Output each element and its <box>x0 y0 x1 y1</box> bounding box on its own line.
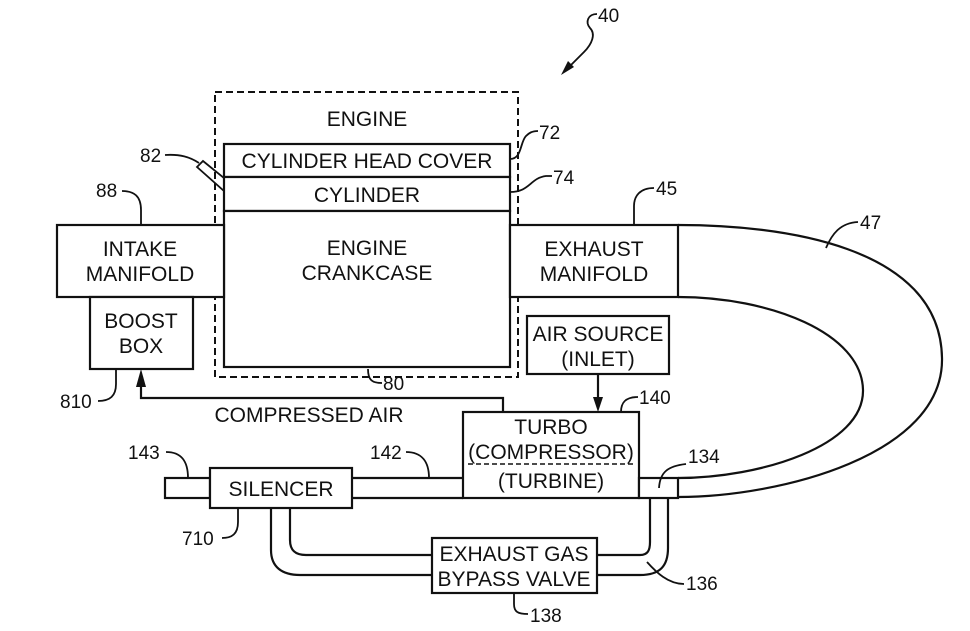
boost-box: BOOST BOX 810 <box>60 295 195 413</box>
exhaust-manifold-label-line2: MANIFOLD <box>540 263 649 286</box>
engine-crankcase: ENGINE CRANKCASE <box>222 209 512 369</box>
boost-box-label-line1: BOOST <box>104 310 178 333</box>
cylinder-head-cover-leader <box>509 130 539 160</box>
figure-reference-leader <box>565 13 598 71</box>
figure-reference-arrowhead <box>561 61 574 75</box>
turbine-outlet-section <box>637 476 680 500</box>
silencer-ref: 710 <box>182 529 214 550</box>
breather-ref: 82 <box>140 146 161 167</box>
bypass-pipe: 136 <box>269 498 718 595</box>
air-source-label-line1: AIR SOURCE <box>533 323 664 346</box>
turbo-label-line3: (TURBINE) <box>498 470 604 493</box>
intake-manifold-leader <box>121 190 142 225</box>
bypass-pipe-inner-left <box>288 508 432 557</box>
turbo: TURBO (COMPRESSOR) (TURBINE) 140 <box>461 388 671 500</box>
figure-reference-number: 40 <box>598 6 619 27</box>
engine-label: ENGINE <box>327 108 408 131</box>
turbo-box <box>461 410 641 500</box>
breather-tube: 82 <box>140 146 225 194</box>
cylinder-head-cover-label: CYLINDER HEAD COVER <box>242 150 493 173</box>
air-source-arrowhead <box>593 397 603 412</box>
cylinder-head-cover-ref: 72 <box>539 123 560 144</box>
silencer-label: SILENCER <box>228 478 333 501</box>
cylinder: CYLINDER 74 <box>222 168 575 213</box>
compressed-air-line: COMPRESSED AIR <box>136 369 505 427</box>
tailpipe-leader <box>165 451 189 479</box>
boost-box-label-line2: BOX <box>119 335 163 358</box>
turbine-outlet: 134 <box>637 447 720 500</box>
air-source-box <box>525 314 671 376</box>
bypass-valve-label-line1: EXHAUST GAS <box>440 543 589 566</box>
breather-leader <box>164 153 200 164</box>
bypass-pipe-leader <box>646 561 685 585</box>
turbo-label-line2: (COMPRESSOR) <box>468 441 634 464</box>
bypass-valve-ref: 138 <box>530 606 562 627</box>
boost-box-rect <box>88 295 195 371</box>
compressed-air-label: COMPRESSED AIR <box>214 404 403 427</box>
boost-box-leader <box>97 369 117 402</box>
cylinder-label: CYLINDER <box>314 184 420 207</box>
bypass-pipe-outer-left <box>269 508 432 577</box>
exhaust-pipe: 142 <box>352 443 463 500</box>
engine-crankcase-label-line2: CRANKCASE <box>302 262 433 285</box>
tailpipe-section <box>163 476 212 500</box>
bypass-pipe-inner-right <box>597 498 652 557</box>
silencer: SILENCER 710 <box>182 466 354 550</box>
tailpipe-ref: 143 <box>128 443 160 464</box>
turbo-leader <box>620 396 639 413</box>
bypass-pipe-ref: 136 <box>686 574 718 595</box>
intake-manifold-label-line2: MANIFOLD <box>86 263 195 286</box>
air-source: AIR SOURCE (INLET) <box>525 314 671 412</box>
exhaust-manifold-label-line1: EXHAUST <box>544 238 643 261</box>
exhaust-manifold-ref: 45 <box>656 179 677 200</box>
exhaust-pipe-walls <box>352 476 463 500</box>
exhaust-manifold-box <box>508 223 680 299</box>
intake-manifold-ref: 88 <box>96 181 117 202</box>
exhaust-manifold-leader <box>633 187 655 225</box>
turbine-outlet-leader <box>658 463 687 489</box>
exhaust-loop-ref: 47 <box>860 213 881 234</box>
exhaust-manifold: EXHAUST MANIFOLD 45 <box>508 179 680 299</box>
exhaust-loop-inner <box>677 295 865 480</box>
exhaust-pipe-leader <box>405 451 430 479</box>
air-source-label-line2: (INLET) <box>561 348 635 371</box>
compressed-air-pipe <box>139 386 505 413</box>
silencer-box <box>208 466 354 510</box>
silencer-leader <box>221 508 239 539</box>
intake-manifold: INTAKE MANIFOLD 88 <box>55 181 226 299</box>
cylinder-head-cover: CYLINDER HEAD COVER 72 <box>222 123 560 179</box>
bypass-pipe-outer-right <box>597 498 670 577</box>
engine-ref: 80 <box>383 374 404 395</box>
engine-ref-leader <box>367 368 383 384</box>
exhaust-loop-leader <box>825 221 859 249</box>
tailpipe: 143 <box>128 443 212 500</box>
bypass-valve: EXHAUST GAS BYPASS VALVE 138 <box>430 536 599 627</box>
bypass-valve-box <box>430 536 599 595</box>
cylinder-leader <box>509 175 552 193</box>
turbo-ref: 140 <box>639 388 671 409</box>
intake-manifold-box <box>55 223 226 299</box>
turbine-outlet-ref: 134 <box>688 447 720 468</box>
cylinder-ref: 74 <box>553 168 575 189</box>
exhaust-loop-outer <box>677 223 944 499</box>
bypass-valve-label-line2: BYPASS VALVE <box>438 568 591 591</box>
boost-box-ref: 810 <box>60 392 92 413</box>
bypass-valve-leader <box>513 593 529 615</box>
exhaust-loop: 47 <box>677 213 944 499</box>
cylinder-box <box>222 175 512 213</box>
compressed-air-arrowhead <box>136 369 146 387</box>
breather-tube-body <box>195 159 225 194</box>
exhaust-pipe-ref: 142 <box>370 443 402 464</box>
intake-manifold-label-line1: INTAKE <box>103 238 177 261</box>
engine-crankcase-box <box>222 209 512 369</box>
engine-crankcase-label-line1: ENGINE <box>327 237 408 260</box>
turbo-label-line1: TURBO <box>514 416 588 439</box>
figure-reference: 40 <box>561 6 619 75</box>
